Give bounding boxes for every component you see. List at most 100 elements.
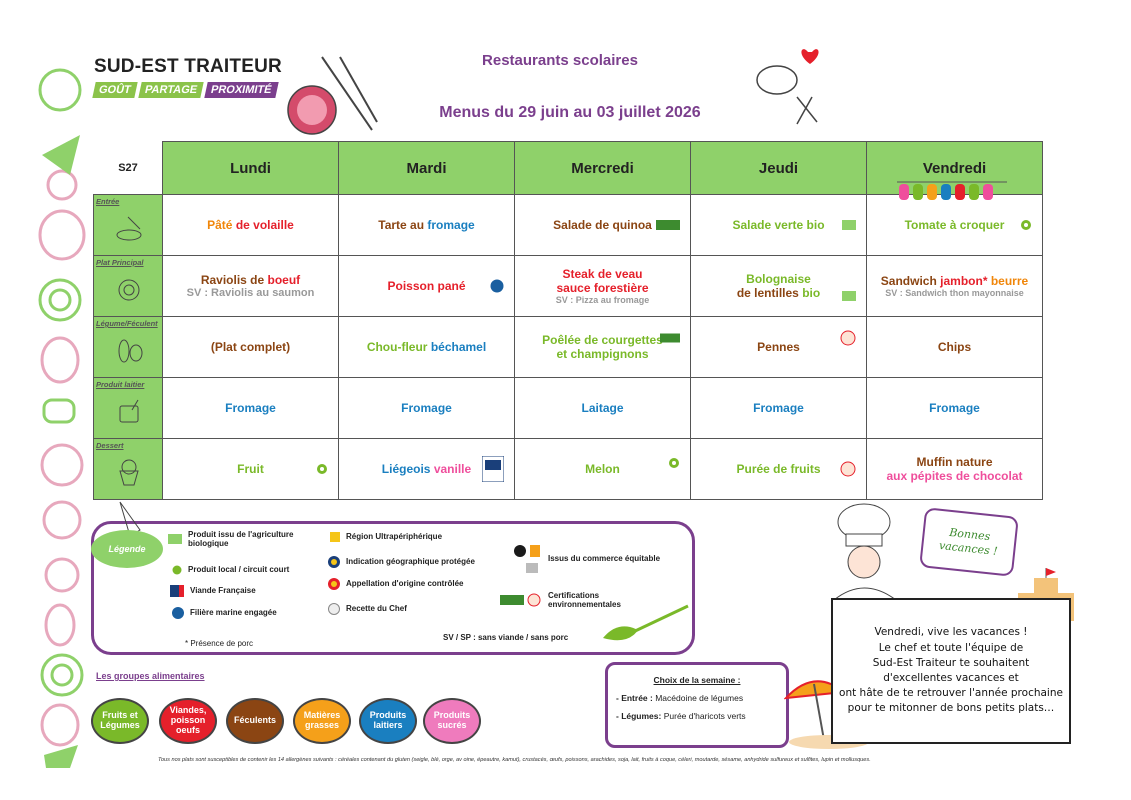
- local-product-icon: [669, 458, 679, 468]
- ultraperipheral-region-icon: [330, 532, 340, 542]
- laitier-lundi-text: Fromage: [225, 401, 276, 415]
- weekly-choice-entree-label: - Entrée :: [616, 693, 653, 703]
- dairy-pot-icon: [119, 399, 139, 423]
- chef-recipe-icon: [840, 330, 856, 346]
- plat-jeudi-part3: bio: [802, 286, 821, 300]
- marine-fishery-icon: [172, 607, 184, 619]
- legend-local: Produit local / circuit court: [172, 565, 289, 575]
- message-line: Sud-Est Traiteur te souhaitent: [872, 656, 1030, 669]
- legend-aoc: Appellation d'origine contrôlée: [328, 578, 463, 590]
- plat-lundi: Raviolis de boeuf SV : Raviolis au saumo…: [162, 255, 339, 317]
- legume-mercredi-line2: et champignons: [556, 347, 649, 361]
- plat-mardi: Poisson pané: [338, 255, 515, 317]
- laitier-jeudi: Fromage: [690, 377, 867, 439]
- entree-mardi-part1: Tarte au: [378, 218, 425, 232]
- legend-text: Viande Française: [190, 586, 256, 596]
- plat-vendredi-vegetarian: SV : Sandwich thon mayonnaise: [885, 288, 1024, 298]
- svsp-note: SV / SP : sans viande / sans porc: [443, 633, 569, 642]
- day-header-mercredi: Mercredi: [514, 141, 691, 195]
- plate-cutlery-icon: [118, 279, 140, 301]
- message-line: Vendredi, vive les vacances !: [874, 626, 1028, 639]
- legume-mercredi-line1: Poêlée de courgettes: [542, 333, 663, 347]
- dessert-lundi: Fruit: [162, 438, 339, 500]
- french-meat-icon: [170, 585, 184, 597]
- bonnes-vacances-bubble: Bonnes vacances !: [919, 507, 1019, 577]
- plat-lundi-part1: Raviolis de: [200, 273, 265, 287]
- week-number: S27: [93, 141, 163, 195]
- legend-text: Produit local / circuit court: [188, 565, 290, 575]
- plat-mardi-text: Poisson pané: [387, 279, 466, 293]
- plat-jeudi-part2: de lentilles: [736, 286, 799, 300]
- table-row-legume: Légume/Féculent (Plat complet) Chou-fleu…: [93, 316, 1043, 378]
- chef-hat-heart-illustration: [756, 49, 819, 125]
- weekly-choice-title: Choix de la semaine :: [653, 675, 741, 685]
- plat-lundi-part2: boeuf: [267, 273, 301, 287]
- brand-tags: GOÛT PARTAGE PROXIMITÉ: [92, 82, 279, 98]
- legend-environnement: Certifications environnementales: [500, 591, 628, 609]
- group-fruits-legumes: Fruits et Légumes: [91, 698, 149, 744]
- weekly-choice-legumes-value: Purée d'haricots verts: [663, 711, 746, 721]
- legend-text: Recette du Chef: [346, 604, 407, 614]
- plat-mercredi-line1: Steak de veau: [562, 267, 643, 281]
- message-line: ont hâte de te retrouver l'année prochai…: [839, 687, 1063, 700]
- weekly-choice-legumes: - Légumes: Purée d'haricots verts: [616, 711, 786, 721]
- row-label-text: Légume/Féculent: [96, 319, 158, 328]
- entree-vendredi-text: Tomate à croquer: [904, 218, 1005, 232]
- dessert-mardi: Liégeois vanille: [338, 438, 515, 500]
- row-label-text: Entrée: [96, 197, 120, 206]
- chef-recipe-icon: [840, 461, 856, 477]
- igp-label-icon: [328, 556, 340, 568]
- legend-text: Appellation d'origine contrôlée: [346, 579, 464, 589]
- legend-text: Région Ultrapériphérique: [346, 532, 443, 542]
- table-row-laitier: Produit laitier Fromage Fromage Laitage …: [93, 377, 1043, 439]
- starter-plate-icon: [116, 216, 142, 241]
- plat-vendredi-part1: Sandwich: [880, 274, 937, 288]
- legend-igp: Indication géographique protégée: [328, 556, 475, 568]
- chef-recipe-icon: [328, 603, 340, 615]
- plat-mercredi-line2: sauce forestière: [556, 281, 649, 295]
- group-matieres-grasses: Matières grasses: [293, 698, 351, 744]
- porc-note: * Présence de porc: [185, 639, 254, 648]
- agri-ethique-label-icon: [482, 456, 504, 482]
- dessert-mercredi-text: Melon: [585, 462, 620, 476]
- legume-mardi-part2: béchamel: [430, 340, 487, 354]
- tag-partage: PARTAGE: [138, 82, 204, 98]
- entree-mercredi-text: Salade de quinoa: [553, 218, 652, 232]
- legend-text: Indication géographique protégée: [346, 557, 475, 567]
- menu-dates: Menus du 29 juin au 03 juillet 2026: [439, 104, 701, 121]
- chef-character-illustration: [833, 503, 897, 600]
- dessert-jeudi-text: Purée de fruits: [736, 462, 821, 476]
- environmental-certification-icon: [660, 333, 680, 343]
- legend-rup: Région Ultrapériphérique: [330, 532, 442, 542]
- day-header-vendredi: Vendredi: [866, 141, 1043, 200]
- table-row-plat: Plat Principal Raviolis de boeuf SV : Ra…: [93, 255, 1043, 317]
- weekly-choice-entree: - Entrée : Macédoine de légumes: [616, 693, 786, 703]
- fruit-decoration-column: [38, 68, 86, 768]
- plat-vendredi: Sandwich jambon* beurre SV : Sandwich th…: [866, 255, 1043, 317]
- legume-mardi-part1: Chou-fleur: [366, 340, 428, 354]
- legend-title: Légende: [91, 530, 163, 568]
- row-label-entree: Entrée: [93, 194, 163, 256]
- plat-jeudi: Bolognaise de lentilles bio: [690, 255, 867, 317]
- organic-label-icon: [168, 534, 182, 545]
- local-product-icon: [1021, 220, 1031, 230]
- legume-lundi-text: (Plat complet): [210, 340, 291, 354]
- dessert-vendredi: Muffin nature aux pépites de chocolat: [866, 438, 1043, 500]
- group-feculents: Féculents: [226, 698, 284, 744]
- legend-equitable: Issus du commerce équitable: [512, 543, 660, 575]
- laitier-jeudi-text: Fromage: [753, 401, 804, 415]
- tag-gout: GOÛT: [92, 82, 138, 98]
- row-label-text: Produit laitier: [96, 380, 145, 389]
- legume-vendredi-text: Chips: [937, 340, 972, 354]
- organic-label-icon: [842, 290, 856, 301]
- entree-lundi-part1: Pâté: [207, 218, 233, 232]
- laitier-mercredi-text: Laitage: [581, 401, 624, 415]
- group-produits-sucres: Produits sucrés: [423, 698, 481, 744]
- fair-trade-icon: [514, 545, 540, 573]
- legend-viande: Viande Française: [170, 585, 256, 597]
- dessert-lundi-text: Fruit: [237, 462, 264, 476]
- vacation-message: Vendredi, vive les vacances ! Le chef et…: [831, 598, 1071, 744]
- day-header-jeudi: Jeudi: [690, 141, 867, 195]
- local-product-icon: [172, 565, 182, 575]
- table-header-row: S27 Lundi Mardi Mercredi Jeudi Vendredi: [93, 141, 1043, 200]
